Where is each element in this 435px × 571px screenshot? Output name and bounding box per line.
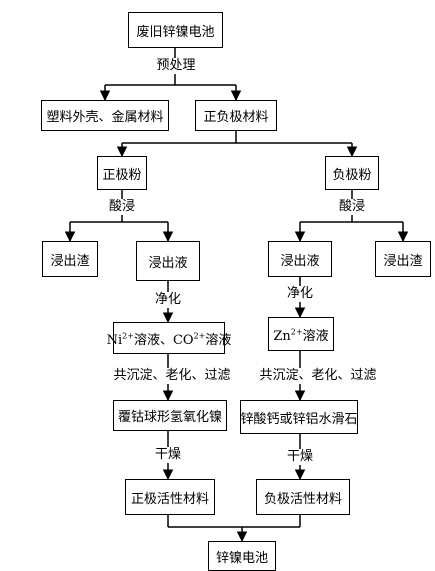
- node-label: 负极粉: [332, 167, 372, 183]
- node-label: 浸出渣: [50, 253, 90, 269]
- node-label: 浸出液: [148, 255, 188, 271]
- node-label: Zn2+溶液: [273, 325, 328, 344]
- residue-right-box: 浸出渣: [375, 241, 431, 277]
- node-label: 浸出渣: [383, 253, 423, 269]
- node-label: 正极粉: [102, 167, 142, 183]
- node-label: 废旧锌镍电池: [136, 24, 215, 40]
- node-label: 塑料外壳、金属材料: [46, 110, 164, 125]
- step-label-purify-right: 净化: [284, 286, 316, 302]
- coated-nickel-hydroxide-box: 覆钴球形氢氧化镍: [113, 400, 227, 431]
- mid-text: 溶液、CO: [133, 332, 194, 348]
- step-label-dry-left: 干燥: [152, 447, 184, 463]
- leachate-right-box: 浸出液: [268, 241, 332, 277]
- node-label: Ni2+溶液、CO2+溶液: [107, 329, 232, 348]
- negative-active-box: 负极活性材料: [256, 479, 350, 515]
- node-label: 浸出液: [280, 253, 320, 269]
- step-label-dry-right: 干燥: [284, 449, 316, 465]
- step-label-coprecip-right: 共沉淀、老化、过滤: [257, 368, 379, 384]
- calcium-zincate-box: 锌酸钙或锌铝水滑石: [240, 400, 358, 434]
- positive-powder-box: 正极粉: [97, 156, 147, 190]
- node-label: 正负极材料: [203, 110, 269, 125]
- co-charge: 2+: [193, 331, 206, 341]
- step-label-pretreatment: 预处理: [154, 58, 198, 74]
- node-label: 锌酸钙或锌铝水滑石: [240, 411, 358, 427]
- electrode-material-box: 正负极材料: [195, 100, 277, 131]
- ni-co-solution-box: Ni2+溶液、CO2+溶液: [107, 322, 231, 354]
- zn-ni-battery-box: 锌镍电池: [208, 541, 276, 571]
- zn-symbol: Zn: [273, 328, 291, 344]
- leachate-left-box: 浸出液: [136, 241, 200, 281]
- node-label: 负极活性材料: [263, 491, 342, 507]
- step-label-coprecip-left: 共沉淀、老化、过滤: [111, 368, 233, 384]
- ni-charge: 2+: [122, 331, 134, 341]
- step-label-acid-leach-right: 酸浸: [336, 199, 368, 215]
- step-label-acid-leach-left: 酸浸: [106, 199, 138, 215]
- node-label: 锌镍电池: [215, 550, 268, 566]
- positive-active-box: 正极活性材料: [125, 479, 215, 515]
- node-label: 覆钴球形氢氧化镍: [117, 410, 222, 425]
- zn-charge: 2+: [290, 327, 303, 337]
- step-label-purify-left: 净化: [152, 292, 184, 308]
- negative-powder-box: 负极粉: [325, 156, 379, 190]
- end-text: 溶液: [205, 332, 232, 348]
- end-text: 溶液: [302, 328, 329, 344]
- plastic-metal-box: 塑料外壳、金属材料: [41, 100, 169, 131]
- ni-symbol: Ni: [106, 332, 123, 348]
- node-label: 正极活性材料: [130, 491, 209, 507]
- residue-left-box: 浸出渣: [42, 241, 98, 277]
- waste-battery-box: 废旧锌镍电池: [128, 12, 223, 48]
- zn-solution-box: Zn2+溶液: [268, 317, 334, 351]
